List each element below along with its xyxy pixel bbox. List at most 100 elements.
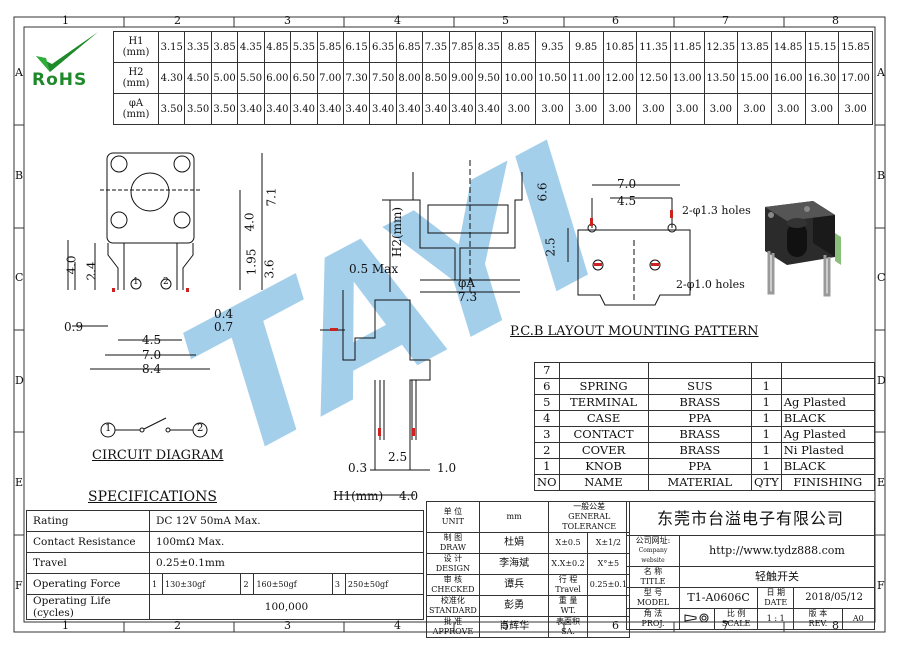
grid-row-e: E	[15, 476, 24, 489]
dim-table-cell: 6.00	[263, 62, 292, 94]
dim-table-cell: 12.50	[636, 62, 671, 94]
bom-cell-material: BRASS	[647, 394, 752, 411]
grid-col-8: 8	[832, 14, 839, 27]
bom-cell-qty: 1	[750, 426, 782, 443]
website-label-cn: 公司网址:	[635, 536, 671, 545]
dim-table-cell: 8.50	[422, 62, 450, 94]
circuit-diagram	[100, 417, 208, 438]
spec-force-options: 1 130±30gf 2 160±50gf 3 250±50gf	[149, 573, 424, 595]
bom-cell-material: PPA	[647, 410, 752, 427]
dim-table-cell: 3.00	[636, 93, 671, 125]
bom-cell-qty: 1	[750, 410, 782, 427]
dim-table-cell: 3.15	[157, 31, 186, 63]
dim-table-cell: 7.30	[342, 62, 371, 94]
pcb-holes-1-3: 2-φ1.3 holes	[682, 204, 751, 217]
projection-icon	[679, 608, 715, 630]
dim-table-cell: 7.00	[316, 62, 344, 94]
tb-date-val: 2018/05/12	[793, 587, 875, 609]
grid-row-f-right: F	[877, 579, 885, 592]
circuit-title: CIRCUIT DIAGRAM	[92, 448, 224, 463]
tb-tol-en: GENERAL TOLERANCE	[562, 512, 617, 531]
force-opt-3-no: 3	[332, 574, 346, 594]
tb-weight-val	[586, 595, 631, 617]
dim-table-cell: 3.00	[804, 93, 840, 125]
dim-table-cell: 11.00	[568, 62, 604, 94]
bom-cell-qty: 1	[750, 458, 782, 475]
tb-rev-val: A0	[841, 608, 876, 630]
force-opt-3-value: 250±50gf	[347, 579, 389, 589]
dim-table-cell: 10.85	[602, 31, 638, 63]
tb-model-cn: 型 号	[643, 588, 663, 597]
dim-table-cell: 6.35	[369, 31, 397, 63]
spec-contact-label: Contact Resistance	[26, 531, 150, 553]
bom-cell-no: 7	[534, 362, 560, 379]
dim-7-3: 7.3	[458, 290, 478, 304]
dim-table-cell: 3.85	[210, 31, 239, 63]
pin-label-2: 2	[163, 277, 169, 287]
bom-cell-name: SPRING	[558, 378, 649, 395]
tb-rev-en: REV.	[808, 619, 828, 628]
tb-date-en: DATE	[764, 598, 788, 607]
front-view-drawing	[67, 152, 263, 370]
tb-date-cn: 日 期	[766, 588, 785, 597]
dim-table-cell: 15.15	[804, 31, 840, 63]
grid-col-4: 4	[394, 14, 401, 27]
tb-model-en: MODEL	[636, 598, 670, 607]
tb-title-val: 轻触开关	[679, 566, 875, 588]
dim-0-7: 0.7	[214, 320, 234, 334]
spec-life-label: Operating Life (cycles)	[26, 594, 150, 620]
dim-table-cell: 3.00	[669, 93, 705, 125]
bom-cell-no: 1	[534, 458, 560, 475]
force-opt-1-no: 1	[150, 574, 163, 594]
dim-0-4: 0.4	[214, 307, 234, 321]
bom-cell-no: 6	[534, 378, 560, 395]
tb-unit-en: UNIT	[441, 517, 465, 526]
dim-table-cell: 13.50	[703, 62, 739, 94]
spec-contact-value: 100mΩ Max.	[149, 531, 424, 553]
dim-table-cell: 8.35	[475, 31, 503, 63]
dim-table-cell: 3.40	[448, 93, 477, 125]
dim-table-cell: 4.35	[237, 31, 265, 63]
dim-table-cell: 4.30	[157, 62, 186, 94]
rohs-text: RoHS	[32, 70, 88, 90]
dim-4-5: 4.5	[142, 333, 162, 347]
dim-table-cell: 8.00	[395, 62, 424, 94]
dim-table-cell: 12.00	[602, 62, 638, 94]
dim-table-cell: 3.40	[422, 93, 450, 125]
tb-approve-en: APPROVE	[432, 627, 474, 636]
specs-title: SPECIFICATIONS	[88, 489, 217, 505]
tb-scale-val: 1 : 1	[757, 608, 795, 630]
dim-table-cell: 7.35	[422, 31, 450, 63]
tb-draw-en: DRAW	[439, 543, 466, 552]
side-view-drawing	[320, 160, 523, 496]
tb-checked-cn: 审 核	[443, 575, 463, 584]
dim-table-cell: 8.85	[501, 31, 537, 63]
grid-col-3-bottom: 3	[284, 619, 291, 632]
pcb-holes-1-0: 2-φ1.0 holes	[676, 278, 745, 291]
tb-draw-val: 杜娟	[478, 532, 550, 554]
dim-table-cell: 3.40	[290, 93, 318, 125]
bom-cell-no: 4	[534, 410, 560, 427]
grid-col-5: 5	[502, 14, 509, 27]
company-website[interactable]: http://www.tydz888.com	[679, 535, 875, 567]
dim-table-cell: 3.50	[210, 93, 239, 125]
dim-table-cell: 11.85	[669, 31, 705, 63]
bom-cell-finishing: Ni Plasted	[780, 442, 876, 459]
grid-col-3: 3	[284, 14, 291, 27]
tb-design-en: DESIGN	[435, 564, 471, 573]
spec-rating-value: DC 12V 50mA Max.	[149, 510, 424, 532]
title-block-right: 东莞市台溢电子有限公司 公司网址:Company website http://…	[626, 501, 876, 630]
bom-cell-material	[647, 362, 752, 379]
dim-table-cell: 3.50	[157, 93, 186, 125]
grid-col-1: 1	[62, 14, 69, 27]
rohs-logo: RoHS	[28, 28, 112, 92]
third-angle-projection-icon	[684, 613, 709, 622]
dim-4-0-left: 4.0	[64, 255, 79, 275]
tb-design-cn: 设 计	[443, 554, 463, 563]
force-opt-1-value: 130±30gf	[162, 574, 242, 594]
bom-cell-name: KNOB	[558, 458, 649, 475]
